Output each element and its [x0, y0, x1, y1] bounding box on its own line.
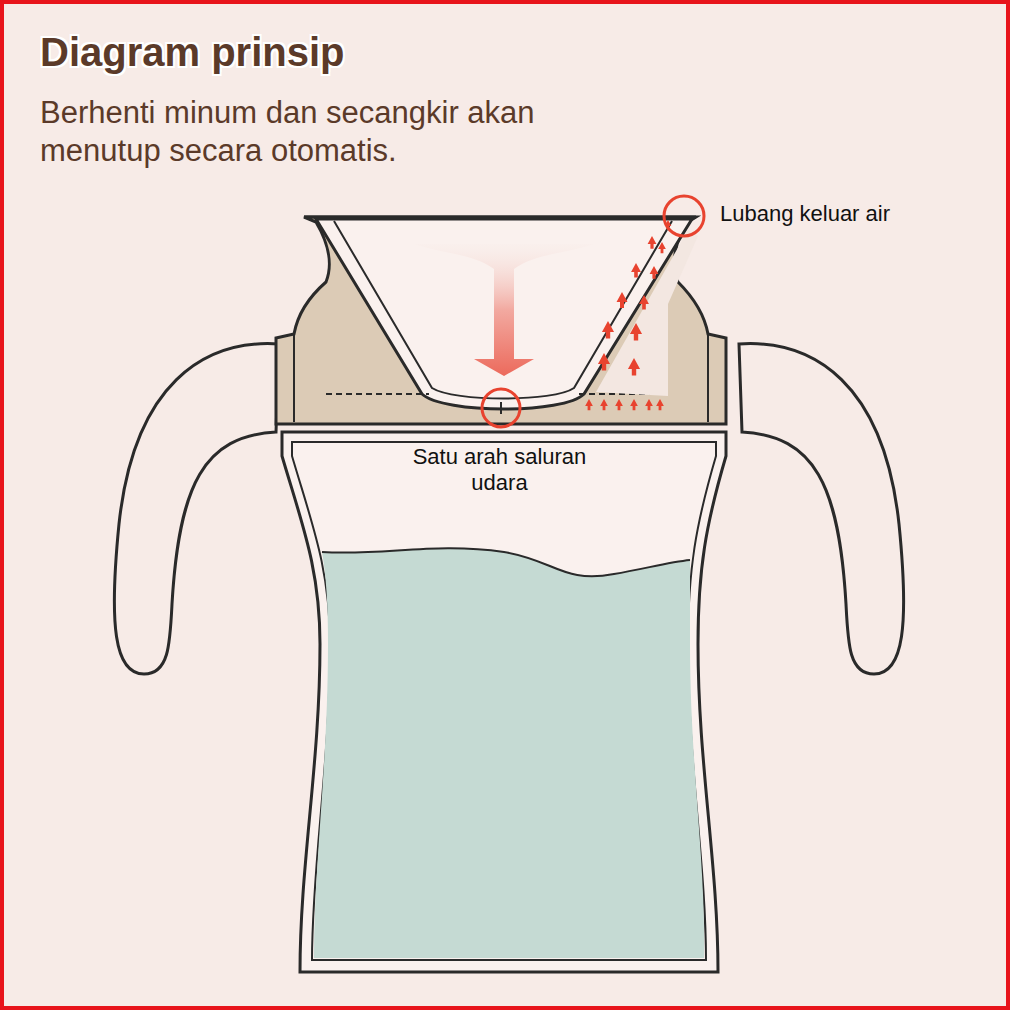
- highlight-circle: [482, 389, 520, 427]
- air-valve: [500, 402, 502, 414]
- lid: [276, 217, 726, 424]
- flow-arrow: [615, 399, 623, 410]
- flow-arrow: [628, 358, 640, 376]
- rim: [304, 216, 696, 219]
- outlet-label: Lubang keluar air: [720, 201, 890, 227]
- seal-line: [326, 393, 429, 395]
- flow-arrow: [602, 321, 614, 339]
- cup-body: [282, 432, 726, 972]
- water-surface: [322, 548, 690, 576]
- flow-arrow: [650, 266, 659, 279]
- subtitle-note: Berhenti minum dan secangkir akan menutu…: [40, 94, 600, 170]
- right-handle: [739, 344, 904, 674]
- left-handle: [114, 344, 279, 674]
- flow-arrow: [645, 399, 653, 410]
- lid-edge: [293, 334, 295, 422]
- flow-arrow: [639, 295, 649, 309]
- flow-arrows: [585, 220, 671, 410]
- flow-arrow: [600, 399, 608, 410]
- valve-label: Satu arah saluran udara: [412, 444, 587, 496]
- diagram-title: Diagram prinsip: [40, 30, 345, 75]
- cup-inner-wall: [292, 442, 716, 960]
- flow-arrow: [630, 323, 642, 341]
- flow-arrow: [585, 399, 593, 410]
- flow-arrow: [656, 399, 664, 410]
- flow-arrow: [630, 399, 638, 410]
- flow-arrow: [631, 263, 641, 277]
- flow-arrow: [598, 353, 610, 371]
- highlight-circle: [664, 196, 704, 236]
- lid-edge: [707, 334, 709, 422]
- suction-arrow: [414, 244, 594, 376]
- flow-arrow: [617, 292, 628, 308]
- flow-arrow: [658, 242, 666, 253]
- water-channel: [596, 230, 698, 396]
- water: [314, 548, 704, 958]
- flow-arrow: [648, 236, 657, 249]
